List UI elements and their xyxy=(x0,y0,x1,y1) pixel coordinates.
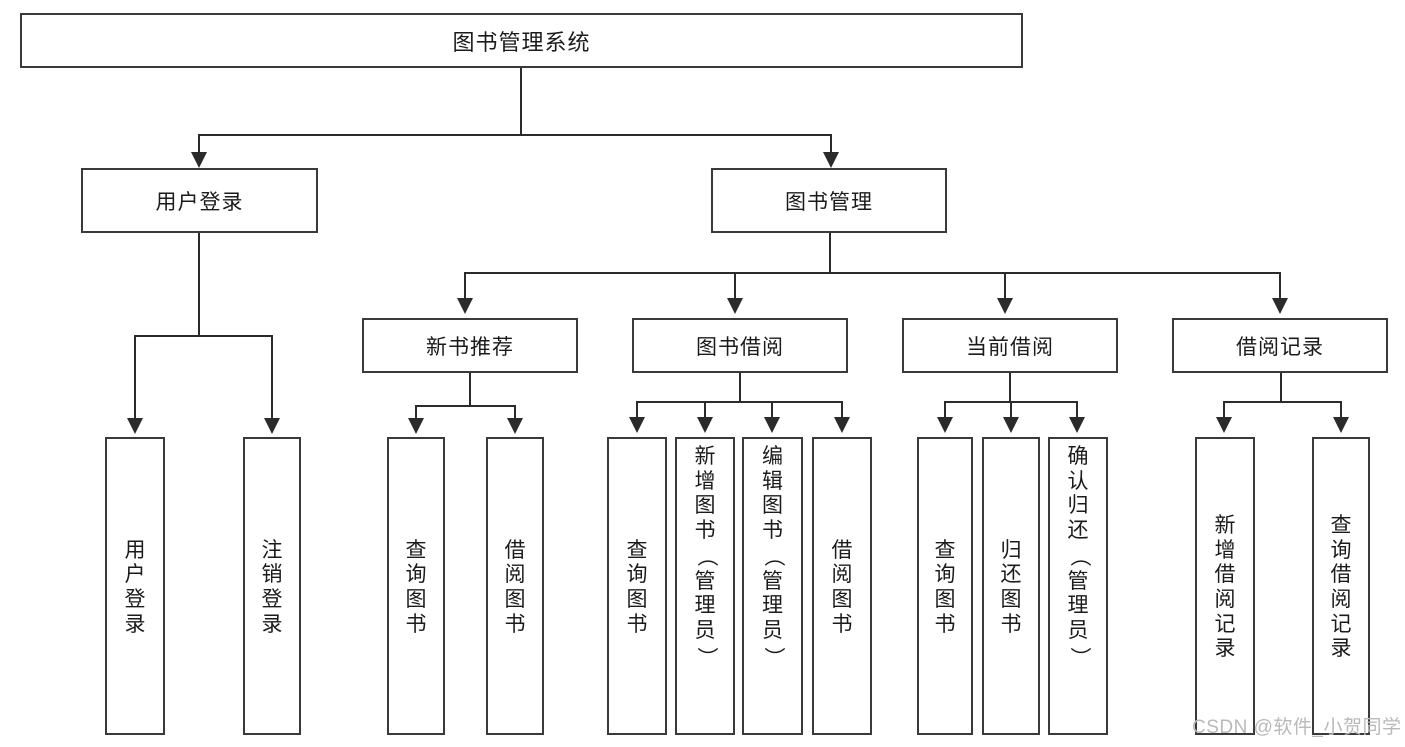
connector-book-borrow-leaf2 xyxy=(704,401,706,419)
leaf-label: 新增图书（管理员） xyxy=(694,445,718,668)
arrow-user-login-leaf1 xyxy=(127,418,143,434)
leaf-label: 查询图书 xyxy=(626,538,648,636)
node-leaf-query-book-1[interactable]: 查询图书 xyxy=(387,437,445,735)
node-leaf-add-record[interactable]: 新增借阅记录 xyxy=(1195,437,1255,735)
connector-book-borrow-stem xyxy=(739,373,741,402)
node-book-manage[interactable]: 图书管理 xyxy=(711,168,947,233)
node-leaf-query-record[interactable]: 查询借阅记录 xyxy=(1312,437,1370,735)
connector-user-login-leaf2 xyxy=(271,335,273,420)
arrow-book-borrow-leaf1 xyxy=(629,417,645,433)
arrow-root-to-book-manage xyxy=(823,152,839,168)
arrow-book-manage-to-borrow-record xyxy=(1272,298,1288,314)
node-leaf-logout[interactable]: 注销登录 xyxy=(243,437,301,735)
connector-new-book-leaf1 xyxy=(415,405,417,420)
arrow-current-borrow-leaf3 xyxy=(1069,417,1085,433)
node-leaf-user-login[interactable]: 用户登录 xyxy=(105,437,165,735)
leaf-label: 查询图书 xyxy=(405,538,427,636)
connector-root-stem xyxy=(520,68,522,135)
connector-borrow-record-leaf2 xyxy=(1340,401,1342,419)
connector-user-login-leaf1 xyxy=(134,335,136,420)
connector-new-book-stem xyxy=(469,373,471,406)
leaf-label: 查询借阅记录 xyxy=(1330,514,1352,661)
connector-book-borrow-leaf1 xyxy=(636,401,638,419)
arrow-book-borrow-leaf4 xyxy=(834,417,850,433)
node-root[interactable]: 图书管理系统 xyxy=(20,13,1023,68)
connector-book-manage-bus xyxy=(464,272,1280,274)
connector-current-borrow-leaf2 xyxy=(1010,401,1012,419)
node-book-borrow[interactable]: 图书借阅 xyxy=(632,318,848,373)
arrow-borrow-record-leaf1 xyxy=(1216,417,1232,433)
node-current-borrow[interactable]: 当前借阅 xyxy=(902,318,1118,373)
node-leaf-confirm-return[interactable]: 确认归还（管理员） xyxy=(1048,437,1108,735)
leaf-label: 查询图书 xyxy=(934,538,956,636)
arrow-book-manage-to-new-book xyxy=(457,298,473,314)
node-leaf-query-book-3[interactable]: 查询图书 xyxy=(917,437,973,735)
connector-borrow-record-bus xyxy=(1223,401,1342,403)
node-borrow-record[interactable]: 借阅记录 xyxy=(1172,318,1388,373)
leaf-label: 归还图书 xyxy=(1000,538,1022,636)
node-leaf-edit-book[interactable]: 编辑图书（管理员） xyxy=(742,437,803,735)
leaf-label: 确认归还（管理员） xyxy=(1067,445,1091,668)
connector-new-book-bus xyxy=(415,405,516,407)
connector-root-to-book-manage xyxy=(830,134,832,154)
leaf-label: 借阅图书 xyxy=(504,538,526,636)
connector-book-borrow-leaf3 xyxy=(771,401,773,419)
connector-book-manage-to-borrow-record xyxy=(1279,272,1281,300)
connector-user-login-stem xyxy=(198,233,200,336)
node-leaf-borrow-book-1[interactable]: 借阅图书 xyxy=(486,437,544,735)
arrow-book-borrow-leaf3 xyxy=(764,417,780,433)
arrow-new-book-leaf1 xyxy=(408,418,424,434)
connector-current-borrow-leaf1 xyxy=(944,401,946,419)
connector-book-manage-to-new-book xyxy=(464,272,466,300)
connector-root-bus xyxy=(198,134,832,136)
node-user-login[interactable]: 用户登录 xyxy=(81,168,318,233)
node-new-book-recommend[interactable]: 新书推荐 xyxy=(362,318,578,373)
connector-book-borrow-bus xyxy=(636,401,843,403)
arrow-book-manage-to-book-borrow xyxy=(727,298,743,314)
csdn-watermark: CSDN @软件_小贺同学 xyxy=(1192,717,1402,738)
leaf-label: 注销登录 xyxy=(261,538,283,636)
connector-user-login-bus xyxy=(134,335,272,337)
arrow-book-borrow-leaf2 xyxy=(697,417,713,433)
node-leaf-return-book[interactable]: 归还图书 xyxy=(982,437,1040,735)
arrow-book-manage-to-current-borrow xyxy=(997,298,1013,314)
arrow-new-book-leaf2 xyxy=(507,418,523,434)
node-leaf-borrow-book-2[interactable]: 借阅图书 xyxy=(812,437,872,735)
leaf-label: 编辑图书（管理员） xyxy=(761,445,785,668)
connector-current-borrow-leaf3 xyxy=(1076,401,1078,419)
arrow-root-to-user-login xyxy=(191,152,207,168)
connector-root-to-user-login xyxy=(198,134,200,154)
arrow-user-login-leaf2 xyxy=(264,418,280,434)
connector-book-manage-to-book-borrow xyxy=(734,272,736,300)
connector-new-book-leaf2 xyxy=(514,405,516,420)
connector-book-borrow-leaf4 xyxy=(841,401,843,419)
connector-borrow-record-leaf1 xyxy=(1223,401,1225,419)
connector-book-manage-to-current-borrow xyxy=(1004,272,1006,300)
connector-current-borrow-stem xyxy=(1009,373,1011,402)
connector-book-manage-stem xyxy=(829,233,831,273)
node-leaf-add-book[interactable]: 新增图书（管理员） xyxy=(675,437,735,735)
node-leaf-query-book-2[interactable]: 查询图书 xyxy=(607,437,667,735)
connector-borrow-record-stem xyxy=(1280,373,1282,402)
arrow-borrow-record-leaf2 xyxy=(1333,417,1349,433)
leaf-label: 用户登录 xyxy=(124,538,146,636)
arrow-current-borrow-leaf1 xyxy=(937,417,953,433)
arrow-current-borrow-leaf2 xyxy=(1003,417,1019,433)
leaf-label: 新增借阅记录 xyxy=(1214,514,1236,661)
leaf-label: 借阅图书 xyxy=(831,538,853,636)
